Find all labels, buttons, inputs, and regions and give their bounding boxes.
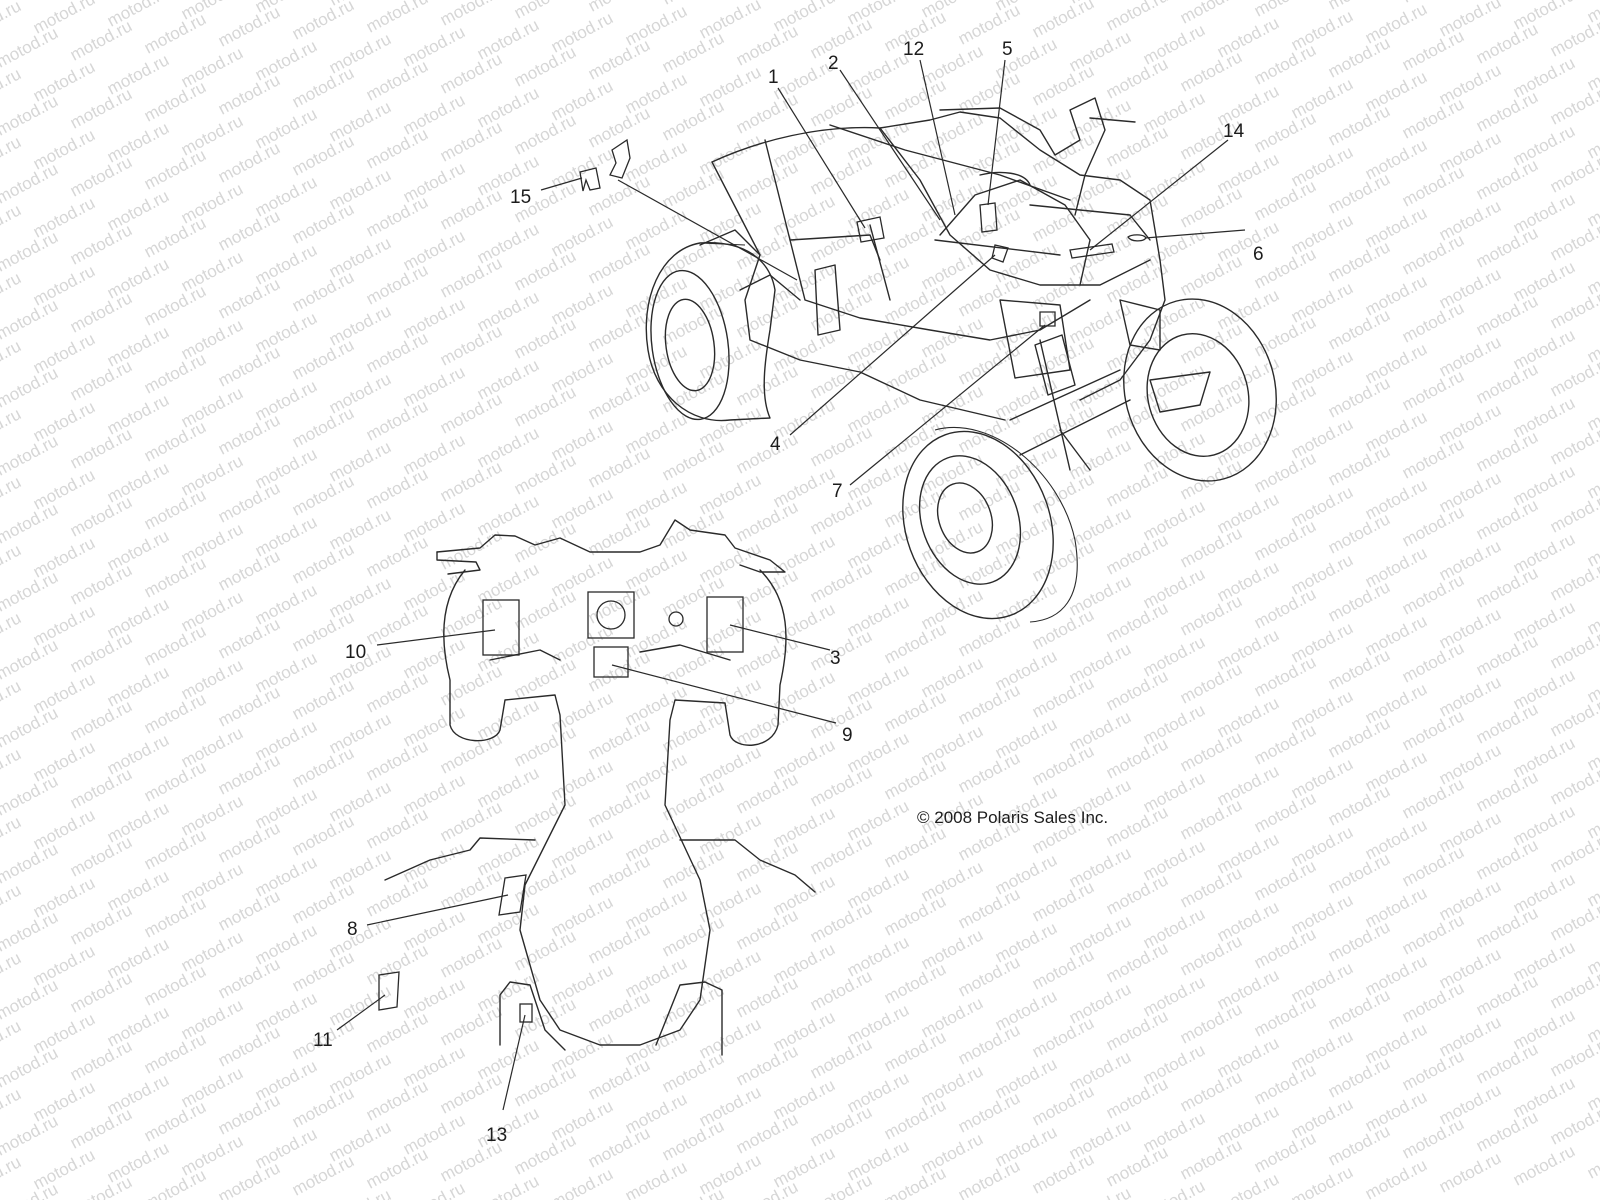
decal-13: [519, 1003, 533, 1023]
callout-12: 12: [903, 39, 924, 60]
decal-14: [1069, 243, 1115, 259]
callout-14: 14: [1223, 121, 1245, 142]
callout-15: 15: [510, 187, 531, 208]
atv-top-view: [378, 519, 816, 1056]
decal-gauge: [587, 591, 635, 639]
callout-10: 10: [345, 642, 366, 663]
atv-decals: [579, 138, 1147, 327]
callout-13: 13: [486, 1125, 507, 1146]
gauge-dial: [596, 600, 626, 630]
front-suspension: [1009, 334, 1131, 471]
decal-3: [706, 596, 744, 653]
callout-11: 11: [313, 1030, 333, 1051]
decal-10: [482, 599, 520, 656]
decal-6: [1127, 234, 1147, 242]
copyright-notice: © 2008 Polaris Sales Inc.: [917, 808, 1108, 827]
callout-2: 2: [828, 53, 839, 74]
callout-6: 6: [1253, 244, 1264, 265]
atv-side-view: [579, 97, 1277, 623]
decal-9: [593, 646, 629, 678]
decal-5: [979, 202, 998, 233]
leader-lines: [336, 59, 1246, 1111]
decal-8: [498, 874, 527, 916]
callout-7: 7: [832, 481, 843, 502]
callout-8: 8: [347, 919, 358, 940]
decal-15: [579, 138, 631, 192]
atv-body: [699, 97, 1211, 421]
front-wheel-far: [1123, 298, 1277, 482]
rear-wheel: [645, 242, 776, 422]
callout-4: 4: [770, 434, 781, 455]
callout-labels: 1 2 12 5 14 6 15 4 7 10 3 9 8 11 13: [313, 39, 1264, 1146]
callout-9: 9: [842, 725, 853, 746]
decal-7: [1039, 311, 1056, 327]
decal-4: [991, 244, 1009, 263]
decal-1: [856, 216, 885, 243]
front-wheel-near: [902, 427, 1078, 623]
callout-3: 3: [830, 648, 841, 669]
callout-1: 1: [768, 67, 779, 88]
callout-5: 5: [1002, 39, 1013, 60]
ignition-dot: [668, 611, 684, 627]
decal-11: [378, 971, 400, 1011]
